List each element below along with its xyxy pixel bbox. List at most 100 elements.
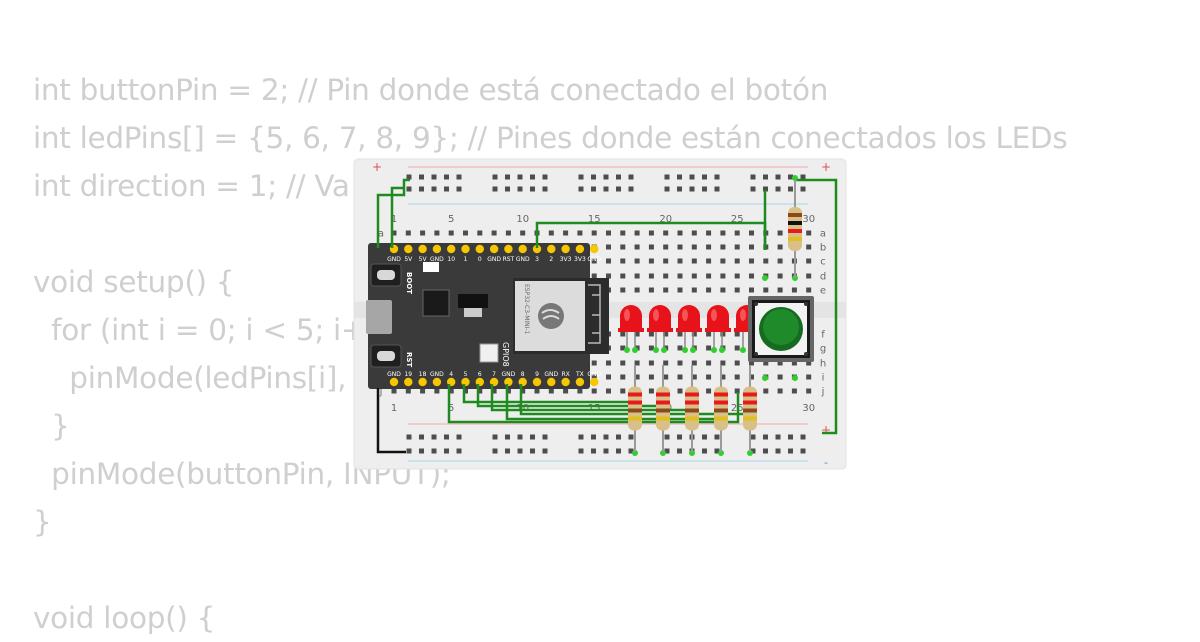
pin-label: 9 xyxy=(535,371,539,378)
rail-hole xyxy=(664,448,670,454)
breadboard-hole xyxy=(606,273,611,279)
header-pin xyxy=(590,244,599,254)
rail-hole xyxy=(591,434,596,440)
connection-point xyxy=(719,347,725,353)
breadboard-hole xyxy=(620,273,626,279)
rail-plus-label: + xyxy=(372,160,382,174)
pin-label: 18 xyxy=(419,371,427,378)
breadboard-hole xyxy=(763,388,769,394)
led-highlight xyxy=(624,309,630,321)
breadboard-hole xyxy=(806,230,812,236)
espressif-logo-mark xyxy=(541,309,560,320)
breadboard-hole xyxy=(749,244,754,250)
column-number: 10 xyxy=(516,214,529,225)
breadboard-hole xyxy=(434,388,440,394)
breadboard-hole xyxy=(706,244,712,250)
breadboard-hole xyxy=(477,230,483,236)
breadboard-hole xyxy=(691,258,697,264)
resistor-band xyxy=(656,408,670,413)
breadboard-hole xyxy=(706,388,712,394)
breadboard-hole xyxy=(734,230,740,236)
resistor-band xyxy=(714,408,728,413)
usb-port[interactable] xyxy=(366,300,392,334)
breadboard-hole xyxy=(663,331,669,337)
breadboard-hole xyxy=(677,331,683,337)
resistor-band xyxy=(788,237,802,241)
header-pin xyxy=(518,244,527,254)
rail-hole xyxy=(492,174,498,180)
rail-hole xyxy=(542,448,548,454)
code-line: void loop() { xyxy=(33,601,216,635)
header-pin xyxy=(489,244,499,254)
breadboard-hole xyxy=(691,331,697,337)
connection-point xyxy=(762,275,768,281)
header-pin xyxy=(532,244,542,254)
rail-hole xyxy=(406,448,412,454)
rail-hole xyxy=(628,434,634,440)
led-highlight xyxy=(682,309,688,321)
rail-hole xyxy=(603,434,609,440)
connection-point xyxy=(653,347,659,353)
pin-label: 10 xyxy=(447,256,455,263)
rail-hole xyxy=(603,186,609,192)
breadboard-hole xyxy=(591,374,597,380)
jumper-wire xyxy=(390,186,404,248)
breadboard-hole xyxy=(577,388,583,394)
rail-hole xyxy=(578,448,584,454)
row-letter: a xyxy=(820,229,826,240)
rail-hole xyxy=(775,434,781,440)
rst-label: RST xyxy=(405,352,413,367)
breadboard-hole xyxy=(463,230,468,236)
resistor-band xyxy=(685,416,699,421)
push-button[interactable] xyxy=(748,296,814,362)
rail-hole xyxy=(628,448,634,454)
module-label: ESP32-C3-MINI-1 xyxy=(523,284,530,335)
rail-hole xyxy=(788,174,793,180)
rail-hole xyxy=(419,448,424,454)
rail-hole xyxy=(456,434,462,440)
rail-hole xyxy=(578,186,584,192)
breadboard-hole xyxy=(691,273,697,279)
header-pin xyxy=(532,377,542,387)
breadboard-hole xyxy=(777,258,783,264)
code-line: int ledPins[] = {5, 6, 7, 8, 9}; // Pine… xyxy=(33,121,1068,155)
column-number: 15 xyxy=(588,403,601,414)
rail-hole xyxy=(542,186,548,192)
pin-label: 0 xyxy=(478,256,482,263)
chip-ic xyxy=(422,289,450,317)
regulator-ic xyxy=(458,294,488,308)
rail-hole xyxy=(763,448,768,454)
pin-label: GND xyxy=(516,256,530,263)
header-pin xyxy=(561,244,570,254)
jumper-wire xyxy=(376,178,410,248)
rail-hole xyxy=(444,186,449,192)
breadboard-hole xyxy=(720,360,726,366)
breadboard-hole xyxy=(706,374,712,380)
breadboard-hole xyxy=(706,287,712,293)
code-line: int buttonPin = 2; // Pin donde está con… xyxy=(33,73,829,107)
row-letter: b xyxy=(820,243,826,254)
code-line: } xyxy=(33,505,52,539)
breadboard-hole xyxy=(534,388,540,394)
breadboard-hole xyxy=(806,258,812,264)
header-pin xyxy=(389,377,399,387)
resistor-band xyxy=(685,392,699,397)
column-number: 1 xyxy=(391,403,397,414)
breadboard-hole xyxy=(648,273,654,279)
breadboard-hole xyxy=(749,374,754,380)
breadboard-hole xyxy=(463,388,468,394)
pin-label: 5 xyxy=(464,371,468,378)
breadboard-hole xyxy=(648,360,654,366)
rail-hole xyxy=(456,448,462,454)
breadboard-hole xyxy=(663,273,669,279)
breadboard-hole xyxy=(620,374,626,380)
breadboard-hole xyxy=(763,360,769,366)
column-number: 20 xyxy=(659,214,672,225)
breadboard-hole xyxy=(606,244,611,250)
header-pin xyxy=(418,377,427,387)
breadboard-hole xyxy=(620,258,626,264)
rail-hole xyxy=(578,434,584,440)
pin-label: 6 xyxy=(478,371,482,378)
